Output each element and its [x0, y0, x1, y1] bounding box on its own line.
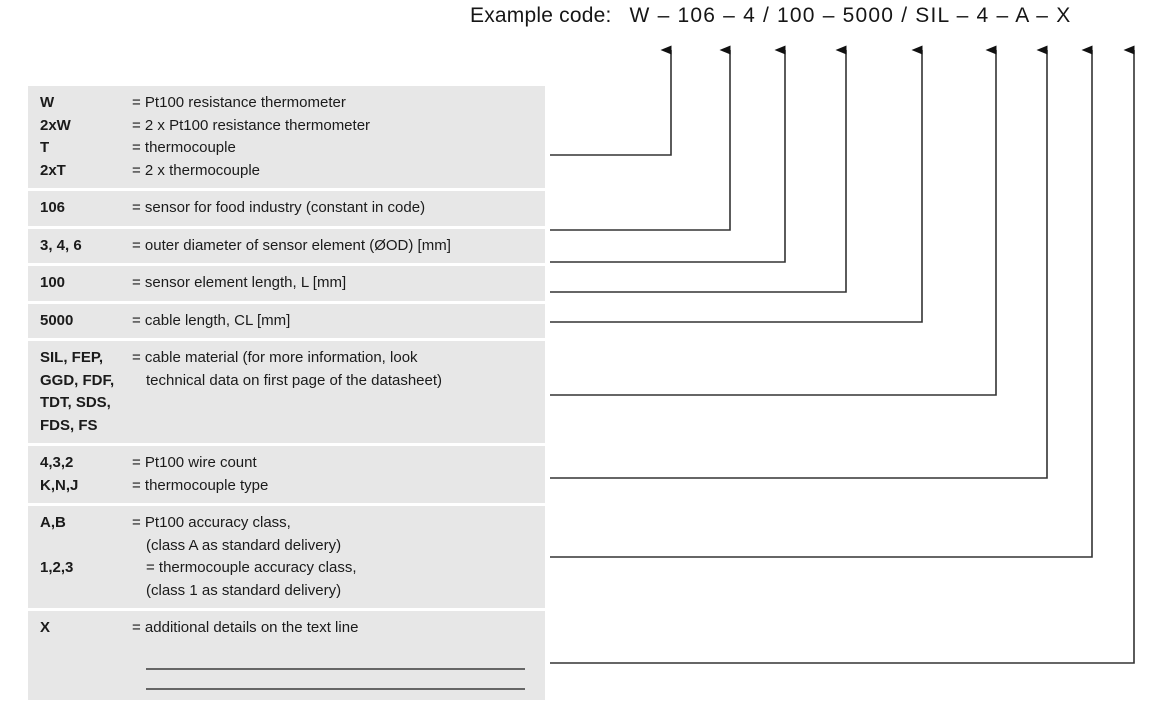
write-in-line[interactable]	[146, 667, 525, 670]
legend-description-text: = sensor for food industry (constant in …	[132, 199, 426, 216]
legend-code-cell: 5000	[40, 311, 74, 329]
write-in-area[interactable]	[132, 640, 537, 694]
legend-row: 5000 = cable length, CL [mm]	[28, 303, 545, 341]
page-title: Example code: W – 106 – 4 / 100 – 5000 / …	[470, 4, 1071, 28]
legend-row: 100 = sensor element length, L [mm]	[28, 266, 545, 304]
example-code-label: Example code:	[470, 4, 612, 27]
write-in-line[interactable]	[146, 687, 525, 690]
legend-description-text: = outer diameter of sensor element (ØOD)…	[132, 236, 451, 254]
legend-description-continuation: (class A as standard delivery) = thermoc…	[146, 536, 357, 599]
legend-description-cell: = additional details on the text line	[132, 611, 545, 700]
legend-description-cell: = sensor for food industry (constant in …	[132, 191, 545, 226]
legend-description-cell: = Pt100 wire count = thermocouple type	[132, 446, 545, 503]
legend-row: W 2xW T 2xT = Pt100 resistance thermomete…	[28, 86, 545, 191]
arrow-outer-diameter	[550, 45, 786, 263]
legend-code-cell: SIL, FEP, GGD, FDF, TDT, SDS, FDS, FS	[40, 349, 115, 434]
arrow-accuracy-class	[550, 45, 1093, 558]
legend-description-text: = cable length, CL [mm]	[132, 311, 291, 329]
legend-description-cell: = outer diameter of sensor element (ØOD)…	[132, 229, 545, 264]
arrow-sensor-type	[550, 45, 672, 156]
legend-row: SIL, FEP, GGD, FDF, TDT, SDS, FDS, FS = c…	[28, 341, 545, 446]
legend-row: 106 = sensor for food industry (constant …	[28, 191, 545, 229]
legend-code-cell: X	[40, 619, 51, 636]
arrow-cable-length	[550, 45, 923, 323]
legend-description-text: = sensor element length, L [mm]	[132, 274, 347, 291]
arrow-element-length	[550, 45, 847, 293]
legend-description-continuation: technical data on first page of the data…	[146, 371, 443, 389]
legend-description-cell: = cable material (for more information, …	[132, 341, 545, 443]
legend-row: X = additional details on the text line	[28, 611, 545, 700]
legend-code-cell: W 2xW T 2xT	[40, 94, 71, 179]
arrow-cable-material	[550, 45, 997, 396]
legend-description-cell: = Pt100 accuracy class, (class A as stand…	[132, 506, 545, 608]
arrow-wire-count	[550, 45, 1048, 479]
legend-description-cell: = sensor element length, L [mm]	[132, 266, 545, 301]
legend-row: A,B 1,2,3 = Pt100 accuracy class, (class A…	[28, 506, 545, 611]
legend-row: 3, 4, 6 = outer diameter of sensor elemen…	[28, 228, 545, 266]
legend-code-cell: 4,3,2 K,N,J	[40, 454, 79, 494]
legend-description-cell: = cable length, CL [mm]	[132, 304, 545, 339]
legend-description-text: = cable material (for more information, …	[132, 349, 418, 366]
legend-description-text: = Pt100 accuracy class,	[132, 514, 291, 531]
legend-description-text: = Pt100 resistance thermometer = 2 x Pt1…	[132, 94, 371, 179]
legend-code-cell: 3, 4, 6	[40, 236, 82, 254]
legend-code-cell: 106	[40, 199, 66, 216]
legend-table: W 2xW T 2xT = Pt100 resistance thermomete…	[28, 86, 545, 700]
legend-description-text: = Pt100 wire count = thermocouple type	[132, 454, 269, 494]
legend-description-text: = additional details on the text line	[132, 619, 359, 636]
legend-code-cell: 100	[40, 274, 66, 291]
legend-row: 4,3,2 K,N,J = Pt100 wire count = thermoco…	[28, 446, 545, 506]
legend-description-cell: = Pt100 resistance thermometer = 2 x Pt1…	[132, 86, 545, 188]
arrow-food-industry	[550, 45, 731, 231]
legend-code-cell: A,B 1,2,3	[40, 514, 74, 576]
example-code-value: W – 106 – 4 / 100 – 5000 / SIL – 4 – A –…	[629, 4, 1072, 27]
arrow-additional-details	[550, 45, 1135, 664]
